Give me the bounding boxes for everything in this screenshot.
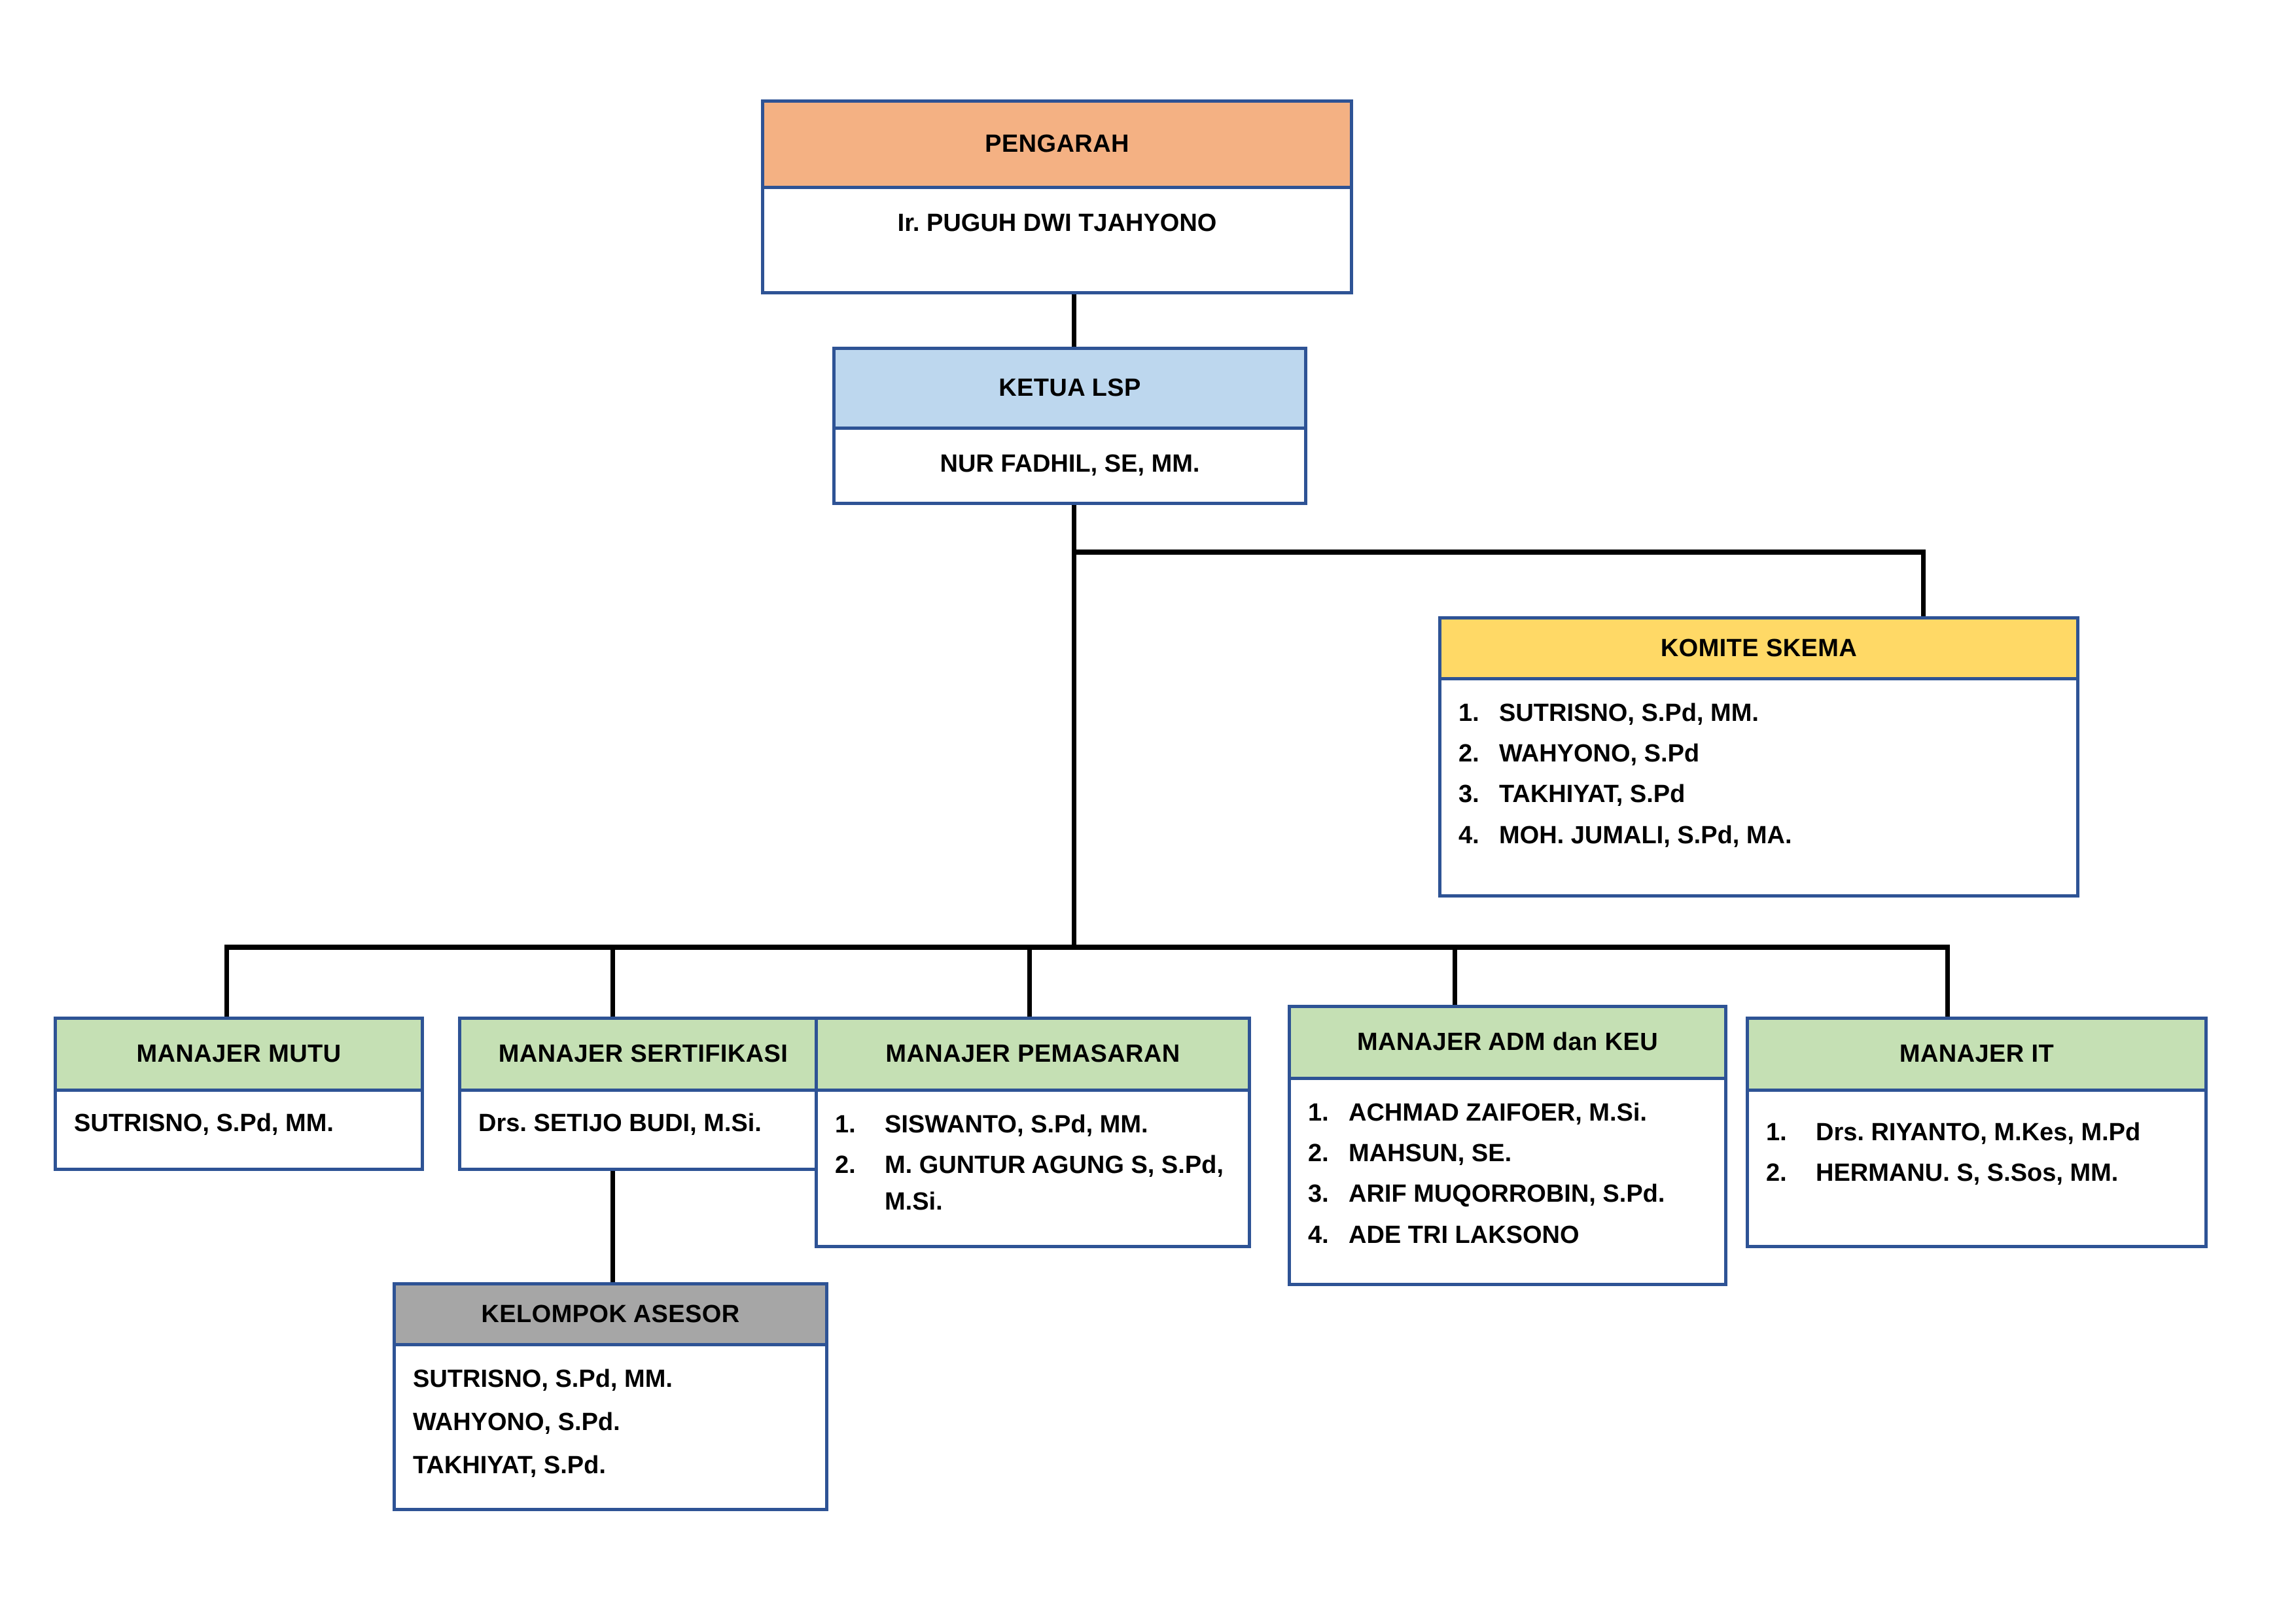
node-manajer-sertifikasi-name: Drs. SETIJO BUDI, M.Si.: [478, 1109, 762, 1137]
connector-drop-manajer-sertifikasi: [610, 945, 615, 1017]
connector-drop-manajer-it: [1945, 945, 1950, 1017]
node-pengarah-name: Ir. PUGUH DWI TJAHYONO: [897, 209, 1217, 237]
list-item: WAHYONO, S.Pd: [1458, 735, 1700, 772]
node-manajer-mutu-header: MANAJER MUTU: [57, 1020, 421, 1092]
node-pengarah-header: PENGARAH: [764, 103, 1350, 189]
connector-pengarah-to-ketua: [1072, 294, 1076, 347]
connector-komite-drop: [1921, 550, 1926, 618]
list-item: MAHSUN, SE.: [1308, 1135, 1512, 1172]
node-manajer-pemasaran[interactable]: MANAJER PEMASARAN SISWANTO, S.Pd, MM. M.…: [815, 1017, 1251, 1248]
node-manajer-sertifikasi-header: MANAJER SERTIFIKASI: [461, 1020, 825, 1092]
node-ketua-lsp[interactable]: KETUA LSP NUR FADHIL, SE, MM.: [832, 347, 1307, 505]
node-komite-skema[interactable]: KOMITE SKEMA SUTRISNO, S.Pd, MM. WAHYONO…: [1438, 616, 2079, 898]
manajer-adm-keu-member-list: ACHMAD ZAIFOER, M.Si. MAHSUN, SE. ARIF M…: [1308, 1094, 1707, 1253]
kelompok-asesor-member-list: SUTRISNO, S.Pd, MM. WAHYONO, S.Pd. TAKHI…: [413, 1361, 808, 1484]
list-item: ADE TRI LAKSONO: [1308, 1217, 1580, 1253]
list-item: TAKHIYAT, S.Pd.: [413, 1452, 606, 1480]
node-manajer-sertifikasi[interactable]: MANAJER SERTIFIKASI Drs. SETIJO BUDI, M.…: [458, 1017, 828, 1171]
node-manajer-it[interactable]: MANAJER IT Drs. RIYANTO, M.Kes, M.Pd HER…: [1746, 1017, 2208, 1248]
manajer-pemasaran-member-list: SISWANTO, S.Pd, MM. M. GUNTUR AGUNG S, S…: [835, 1106, 1231, 1221]
connector-ketua-trunk: [1072, 505, 1076, 552]
node-manajer-it-header: MANAJER IT: [1749, 1020, 2204, 1092]
node-manajer-adm-keu-header: MANAJER ADM dan KEU: [1291, 1008, 1724, 1080]
komite-skema-member-list: SUTRISNO, S.Pd, MM. WAHYONO, S.Pd TAKHIY…: [1458, 695, 2059, 854]
list-item: SUTRISNO, S.Pd, MM.: [413, 1365, 673, 1393]
connector-managers-bar: [224, 945, 1950, 950]
connector-drop-manajer-adm-keu: [1453, 945, 1457, 1005]
node-manajer-mutu[interactable]: MANAJER MUTU SUTRISNO, S.Pd, MM.: [54, 1017, 424, 1171]
node-komite-skema-body: SUTRISNO, S.Pd, MM. WAHYONO, S.Pd TAKHIY…: [1441, 680, 2076, 894]
list-item: ARIF MUQORROBIN, S.Pd.: [1308, 1176, 1665, 1212]
node-manajer-mutu-name: SUTRISNO, S.Pd, MM.: [74, 1109, 334, 1137]
node-manajer-pemasaran-body: SISWANTO, S.Pd, MM. M. GUNTUR AGUNG S, S…: [818, 1092, 1248, 1245]
node-ketua-lsp-header: KETUA LSP: [836, 350, 1304, 430]
connector-trunk-to-managers: [1072, 550, 1076, 950]
node-kelompok-asesor-header: KELOMPOK ASESOR: [396, 1285, 825, 1346]
node-komite-skema-header: KOMITE SKEMA: [1441, 620, 2076, 680]
node-kelompok-asesor[interactable]: KELOMPOK ASESOR SUTRISNO, S.Pd, MM. WAHY…: [393, 1282, 828, 1511]
list-item: ACHMAD ZAIFOER, M.Si.: [1308, 1094, 1647, 1131]
list-item: HERMANU. S, S.Sos, MM.: [1766, 1155, 2119, 1191]
node-manajer-adm-keu-body: ACHMAD ZAIFOER, M.Si. MAHSUN, SE. ARIF M…: [1291, 1080, 1724, 1283]
list-item: SUTRISNO, S.Pd, MM.: [1458, 695, 1759, 731]
list-item: SISWANTO, S.Pd, MM.: [835, 1106, 1148, 1143]
connector-komite-horizontal: [1072, 550, 1926, 555]
list-item: M. GUNTUR AGUNG S, S.Pd, M.Si.: [835, 1147, 1224, 1216]
connector-drop-manajer-pemasaran: [1027, 945, 1032, 1017]
node-manajer-it-body: Drs. RIYANTO, M.Kes, M.Pd HERMANU. S, S.…: [1749, 1092, 2204, 1245]
list-item: Drs. RIYANTO, M.Kes, M.Pd: [1766, 1114, 2141, 1151]
node-manajer-adm-keu[interactable]: MANAJER ADM dan KEU ACHMAD ZAIFOER, M.Si…: [1288, 1005, 1727, 1286]
connector-drop-manajer-mutu: [224, 945, 229, 1017]
list-item: TAKHIYAT, S.Pd: [1458, 776, 1686, 812]
manajer-it-member-list: Drs. RIYANTO, M.Kes, M.Pd HERMANU. S, S.…: [1766, 1114, 2187, 1192]
node-pengarah[interactable]: PENGARAH Ir. PUGUH DWI TJAHYONO: [761, 99, 1353, 294]
node-manajer-pemasaran-header: MANAJER PEMASARAN: [818, 1020, 1248, 1092]
list-item: MOH. JUMALI, S.Pd, MA.: [1458, 817, 1792, 854]
node-kelompok-asesor-body: SUTRISNO, S.Pd, MM. WAHYONO, S.Pd. TAKHI…: [396, 1346, 825, 1508]
list-item: WAHYONO, S.Pd.: [413, 1408, 620, 1437]
connector-sertifikasi-to-asesor: [610, 1171, 615, 1282]
node-ketua-lsp-name: NUR FADHIL, SE, MM.: [940, 450, 1200, 478]
